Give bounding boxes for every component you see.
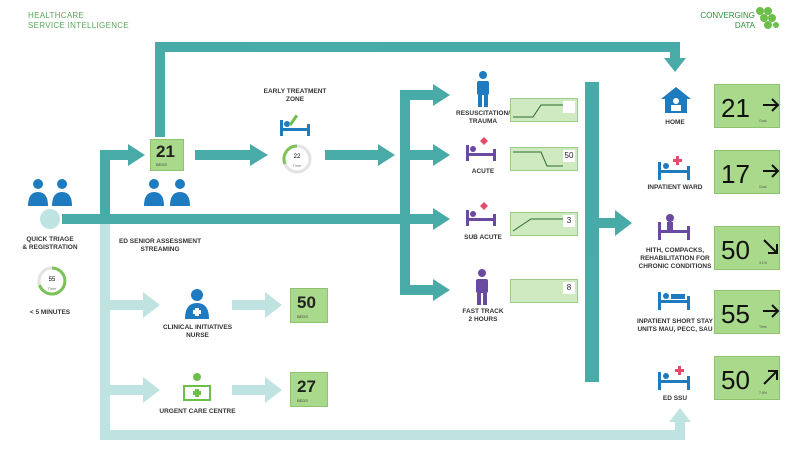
senior-beds-value: 21 [156, 142, 175, 161]
converging-data-logo [756, 7, 779, 29]
brand-line2: SERVICE INTELLIGENCE [28, 21, 129, 30]
flow-to-senior-horizontal [100, 150, 130, 160]
flow-main-horizontal [62, 214, 402, 224]
outcome-hith-value: 50 [721, 235, 750, 265]
outcome-ward-label: INPATIENT WARD [647, 184, 703, 191]
triage-gauge-value: 55 [48, 277, 56, 283]
flow-top-horizontal [155, 42, 680, 52]
zone-fasttrack-sparkline: 8 [510, 279, 578, 303]
brand-line1: HEALTHCARE [28, 11, 85, 20]
zone-subacute-label: SUB ACUTE [464, 234, 502, 241]
flow-bracket-fasttrack [400, 285, 435, 295]
triage-node [40, 209, 60, 229]
outcome-home-box: 21 Goal [714, 84, 780, 128]
zone-acute-sparkline: 50 [510, 147, 578, 171]
urgent-beds-label: BEDS [297, 398, 308, 403]
ssu-bed-icon [658, 366, 690, 390]
resus-person-icon [477, 71, 489, 107]
flow-early-zones [325, 150, 380, 160]
outcome-ssu-label: ED SSU [662, 395, 688, 402]
flow-senior-early [195, 150, 250, 160]
flow-arrow-outcomes [615, 210, 632, 236]
flow-bracket-vertical [400, 90, 410, 290]
arrow-down-right-icon [763, 239, 778, 254]
outcome-ssu-value: 50 [721, 365, 750, 395]
zone-resus-sparkline [510, 98, 578, 122]
triage-gauge-sub: Time [47, 286, 57, 291]
logo-line1: CONVERGING [700, 11, 755, 20]
outcome-ssu-sub: 7.8% [759, 391, 767, 395]
arrow-right-icon [763, 164, 780, 178]
zone-subacute-sparkline: 3 [510, 212, 578, 236]
outcome-ssu-box: 50 7.8% [714, 356, 780, 400]
arrow-up-right-icon [763, 370, 778, 385]
outcome-hith-box: 50 3.1% [714, 226, 780, 270]
flow-arrow-early [250, 144, 268, 166]
zone-resus-label: RESUSCITATION/TRAUMA [456, 110, 510, 126]
arrow-right-icon [763, 98, 780, 112]
zone-fasttrack-value: 8 [563, 282, 575, 294]
senior-beds-box: 21 BEDS [150, 139, 184, 171]
flow-top-vertical [155, 42, 165, 137]
urgent-beds-box: 27 BEDS [290, 372, 328, 407]
flow-arrow-zones [378, 144, 395, 166]
flow-arrow-senior [128, 144, 145, 166]
outcome-ward-sub: Goal [759, 185, 767, 189]
triage-gauge [37, 266, 67, 296]
zone-resus-value [563, 101, 575, 113]
ward-bed-icon [658, 156, 690, 180]
urgent-beds-value: 27 [297, 377, 316, 396]
flow-bracket-resus [400, 90, 435, 100]
clinical-beds-box: 50 BEDS [290, 288, 328, 323]
clinical-beds-value: 50 [297, 293, 316, 312]
outcome-home-value: 21 [721, 93, 750, 123]
flow-top-down [670, 42, 680, 62]
shortstay-bed-icon [658, 292, 690, 310]
outcome-shortstay-box: 55 Time [714, 290, 780, 334]
flow-lower-vertical [100, 224, 110, 439]
arrow-right-icon [763, 304, 780, 318]
urgent-care-icon [183, 373, 211, 401]
early-bed-icon [280, 114, 310, 136]
flow-arrow-ssu [669, 408, 691, 422]
nurse-icon [185, 289, 209, 319]
early-gauge-sub: Time [292, 163, 302, 168]
logo-line2: DATA [734, 21, 755, 30]
outcome-hith-sub: 3.1% [759, 261, 767, 265]
outcome-home-sub: Goal [759, 119, 767, 123]
triage-label: QUICK TRIAGE& REGISTRATION [22, 236, 78, 252]
triage-time-label: < 5 MINUTES [29, 309, 71, 316]
subacute-bed-icon [466, 202, 496, 226]
zone-acute-value: 50 [563, 150, 575, 162]
early-gauge [282, 144, 312, 174]
triage-staff-icon [28, 179, 72, 206]
hith-bed-icon [658, 214, 690, 240]
acute-bed-icon [466, 137, 496, 161]
flow-collector [585, 82, 599, 382]
zone-subacute-value: 3 [563, 215, 575, 227]
outcome-ward-box: 17 Goal [714, 150, 780, 194]
flow-arrow-home [664, 58, 686, 72]
flow-to-senior-vertical [100, 150, 110, 214]
senior-beds-label: BEDS [156, 162, 167, 167]
outcome-shortstay-value: 55 [721, 299, 750, 329]
early-gauge-value: 22 [293, 154, 301, 160]
clinical-beds-label: BEDS [297, 314, 308, 319]
home-icon [661, 87, 691, 113]
outcome-home-label: HOME [665, 119, 685, 126]
flow-lower-horizontal [100, 430, 685, 440]
urgent-label: URGENT CARE CENTRE [159, 408, 236, 415]
fasttrack-person-icon [476, 269, 488, 305]
zone-acute-label: ACUTE [471, 168, 495, 175]
outcome-ward-value: 17 [721, 159, 750, 189]
outcome-shortstay-sub: Time [759, 325, 767, 329]
senior-staff-icon [144, 179, 190, 206]
